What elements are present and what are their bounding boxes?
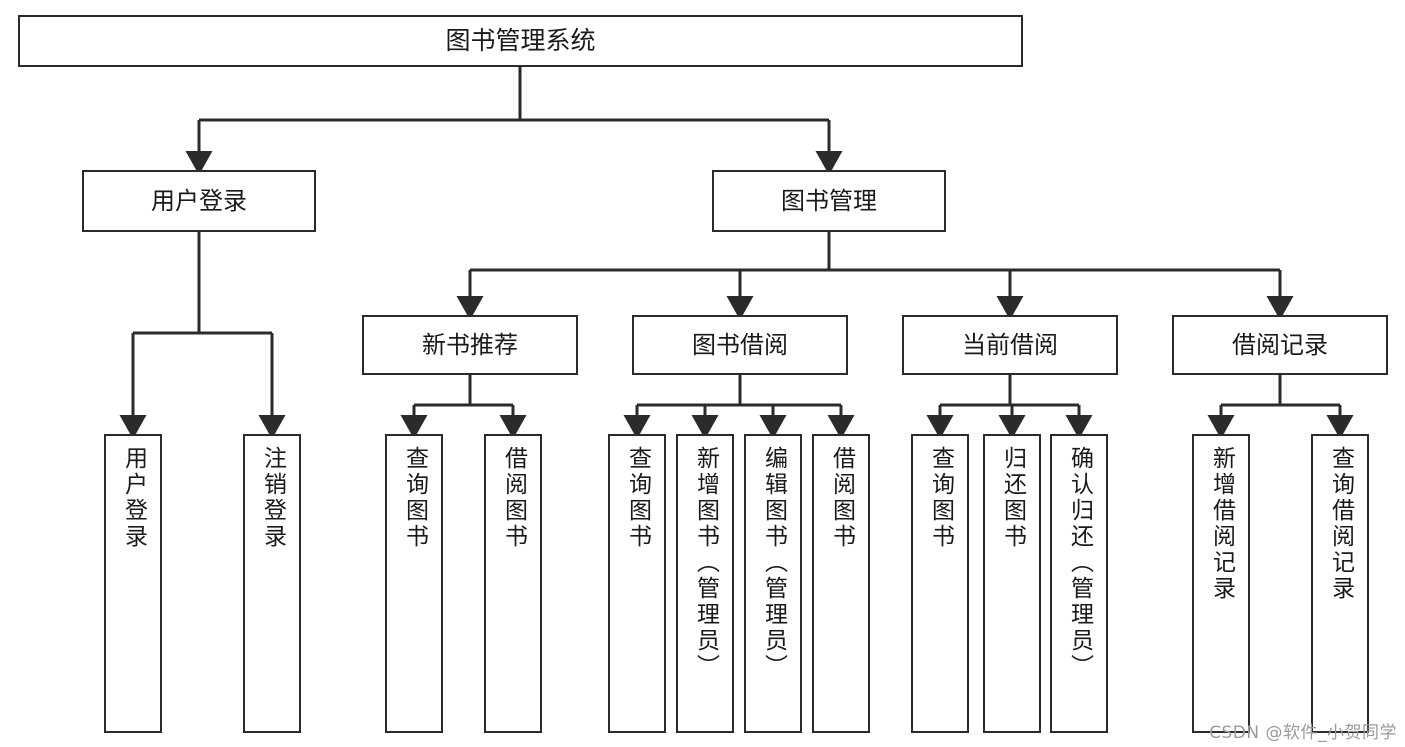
node-label: 查询图书	[624, 446, 651, 550]
node-leaf-add-borrow-record[interactable]: 新增借阅记录	[1192, 434, 1250, 733]
node-leaf-add-book[interactable]: 新增图书（管理员）	[676, 434, 734, 733]
node-leaf-logout[interactable]: 注销登录	[243, 434, 301, 733]
edges-bookborrow-to-leaves	[623, 375, 855, 439]
edges-borrowrecord-to-leaves	[1207, 375, 1354, 439]
node-label: 当前借阅	[962, 330, 1058, 359]
node-label: 借阅图书	[828, 446, 855, 550]
node-label: 用户登录	[120, 446, 147, 550]
node-leaf-query-borrow-record[interactable]: 查询借阅记录	[1311, 434, 1369, 733]
node-label: 借阅图书	[500, 446, 527, 550]
node-leaf-borrow-book-recommend[interactable]: 借阅图书	[484, 434, 542, 733]
node-leaf-return-book[interactable]: 归还图书	[983, 434, 1041, 733]
edges-newbook-to-leaves	[400, 375, 527, 439]
node-label: 借阅记录	[1232, 330, 1328, 359]
node-book-borrow[interactable]: 图书借阅	[632, 315, 848, 375]
node-leaf-confirm-return[interactable]: 确认归还（管理员）	[1050, 434, 1108, 733]
node-leaf-query-book-recommend[interactable]: 查询图书	[385, 434, 443, 733]
node-label: 查询借阅记录	[1327, 446, 1354, 602]
node-user-login[interactable]: 用户登录	[82, 170, 316, 232]
node-book-management[interactable]: 图书管理	[712, 170, 946, 232]
edges-userlogin-to-leaves	[119, 232, 286, 439]
node-current-borrow[interactable]: 当前借阅	[902, 315, 1118, 375]
node-root-system[interactable]: 图书管理系统	[18, 15, 1023, 67]
node-label: 归还图书	[999, 446, 1026, 550]
node-leaf-borrow-book[interactable]: 借阅图书	[812, 434, 870, 733]
node-new-book-recommend[interactable]: 新书推荐	[362, 315, 578, 375]
edges-currentborrow-to-leaves	[926, 375, 1093, 439]
edges-bookmgmt-to-level2	[456, 232, 1294, 320]
node-label: 图书管理系统	[445, 26, 596, 55]
node-borrow-record[interactable]: 借阅记录	[1172, 315, 1388, 375]
node-label: 图书管理	[781, 186, 877, 215]
node-label: 新增图书（管理员）	[692, 446, 719, 680]
node-label: 确认归还（管理员）	[1066, 446, 1093, 680]
node-leaf-query-book-borrow[interactable]: 查询图书	[608, 434, 666, 733]
node-leaf-user-login[interactable]: 用户登录	[104, 434, 162, 733]
node-label: 注销登录	[259, 446, 286, 550]
node-label: 新书推荐	[422, 330, 518, 359]
node-label: 查询图书	[927, 446, 954, 550]
csdn-watermark: CSDN @软件_小贺同学	[1209, 723, 1397, 743]
node-label: 编辑图书（管理员）	[760, 446, 787, 680]
node-label: 新增借阅记录	[1208, 446, 1235, 602]
node-leaf-query-book-current[interactable]: 查询图书	[911, 434, 969, 733]
edges-root-to-level1	[185, 67, 843, 175]
node-leaf-edit-book[interactable]: 编辑图书（管理员）	[744, 434, 802, 733]
node-label: 查询图书	[401, 446, 428, 550]
node-label: 图书借阅	[692, 330, 788, 359]
node-label: 用户登录	[151, 186, 247, 215]
